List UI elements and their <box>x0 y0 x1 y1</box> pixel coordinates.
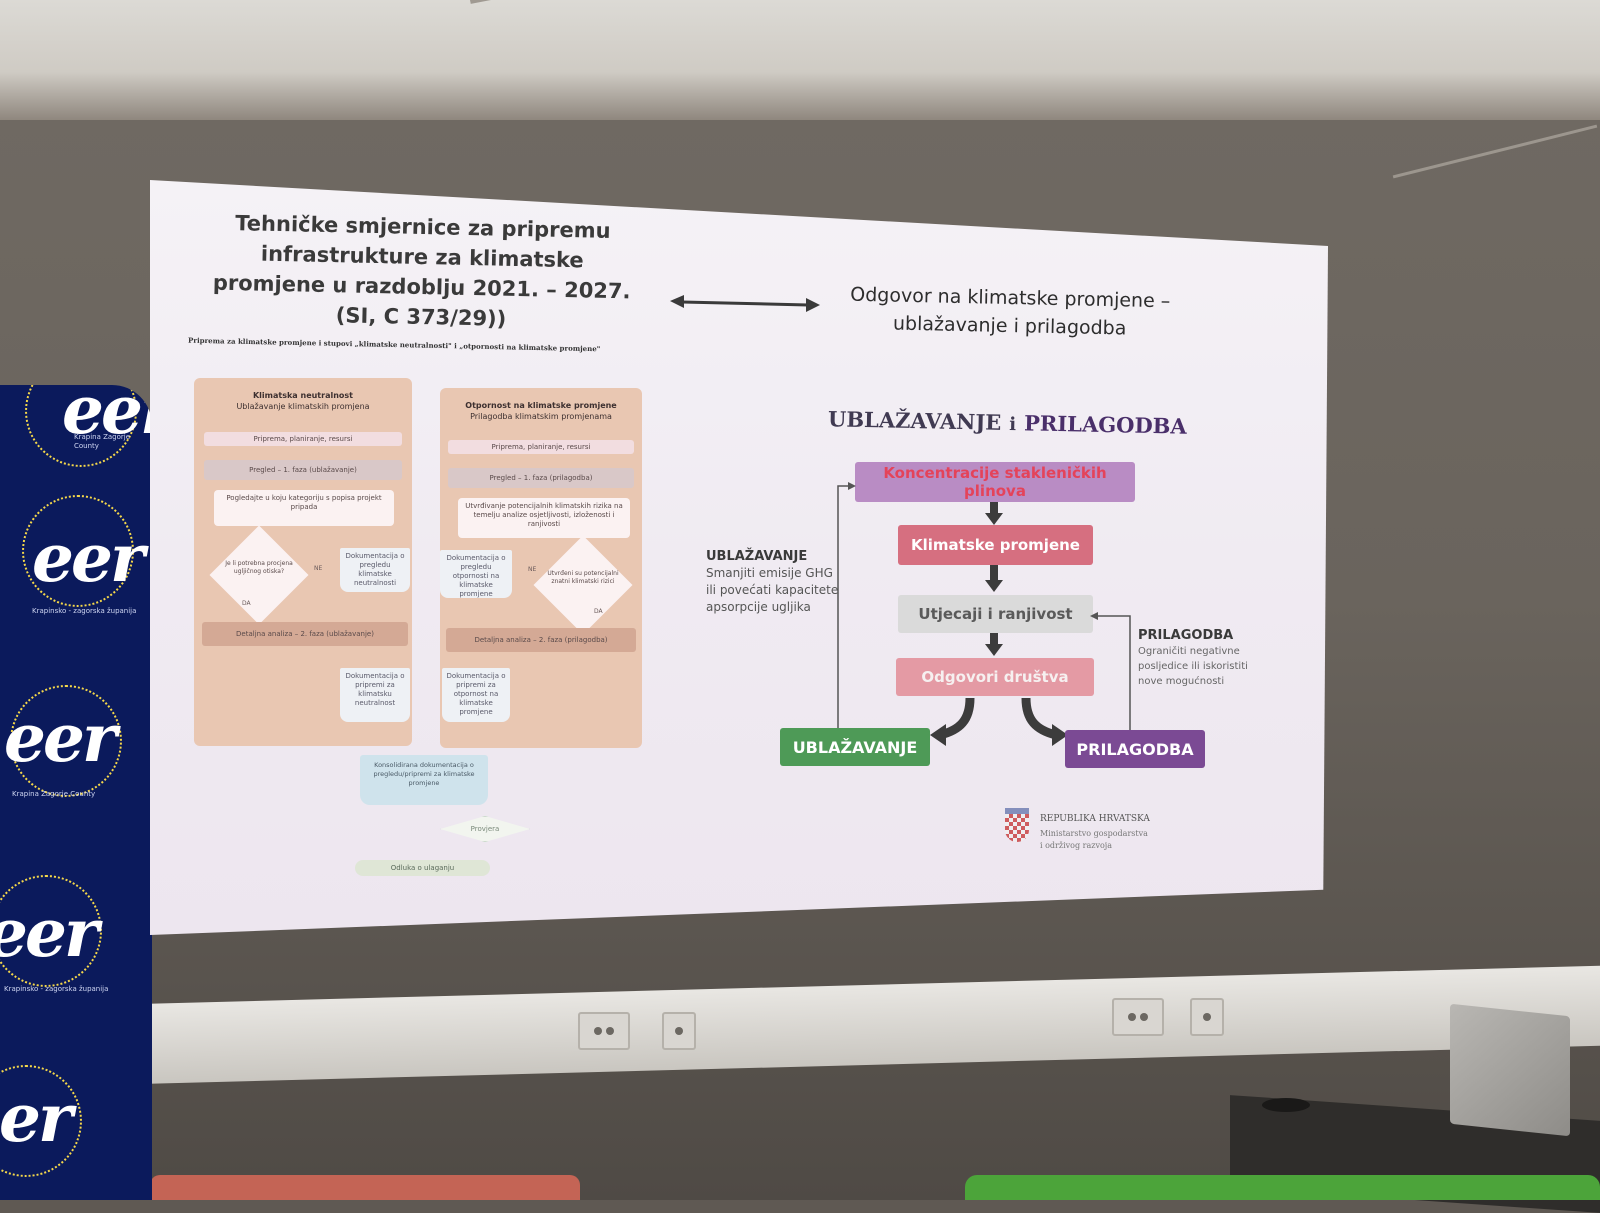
flow-document: Dokumentacija o pregledu klimatske neutr… <box>340 548 410 592</box>
flow-step: Detaljna analiza – 2. faza (prilagodba) <box>446 628 636 652</box>
power-outlet <box>1112 998 1164 1036</box>
box-climate-change: Klimatske promjene <box>898 525 1093 565</box>
box-ghg-concentrations: Koncentracije stakleničkih plinova <box>855 462 1135 502</box>
ministry-country: REPUBLIKA HRVATSKA <box>1040 814 1150 824</box>
panel-title: Klimatska neutralnost Ublažavanje klimat… <box>236 391 370 411</box>
consolidated-document: Konsolidirana dokumentacija o pregledu/p… <box>360 755 488 805</box>
box-impacts-vulnerability: Utjecaji i ranjivost <box>898 595 1093 633</box>
arrow-down-icon <box>985 644 1003 656</box>
projected-slide: Tehničke smjernice za pripremu infrastru… <box>150 180 1328 935</box>
double-arrow-icon <box>670 295 820 312</box>
flow-document: Dokumentacija o pripremi za klimatsku ne… <box>340 668 410 722</box>
banner-logo: eer <box>32 519 145 597</box>
box-adaptation: PRILAGODBA <box>1065 730 1205 768</box>
network-outlet <box>1190 998 1224 1036</box>
flow-step: Priprema, planiranje, resursi <box>204 432 402 446</box>
banner-logo: eer <box>0 894 99 972</box>
eu-stars-icon <box>0 875 102 987</box>
flow-card: Pogledajte u koju kategoriju s popisa pr… <box>214 490 394 526</box>
conference-puck <box>1262 1098 1310 1112</box>
arrow-stem <box>990 502 998 514</box>
decision-text: Je li potrebna procjena ugljičnog otiska… <box>225 560 293 575</box>
slide-title-right: Odgovor na klimatske promjene – ublažava… <box>850 283 1171 340</box>
decision-text: Utvrđeni su potencijalni znatni klimatsk… <box>547 570 619 585</box>
yes-label: DA <box>242 600 251 607</box>
rollup-banner: eer Krapina Zagorje County eer Krapinsko… <box>0 385 152 1200</box>
ceiling <box>0 0 1600 120</box>
flow-subtitle: Priprema za klimatske promjene i stupovi… <box>187 335 601 354</box>
banner-logo: eer <box>62 385 152 449</box>
croatia-coat-of-arms-icon <box>1005 808 1029 842</box>
banner-logo: eer <box>0 1079 73 1157</box>
flow-document: Dokumentacija o pripremi za otpornost na… <box>442 668 510 722</box>
flow-step: Pregled – 1. faza (prilagodba) <box>448 468 634 488</box>
slide-title-left: Tehničke smjernice za pripremu infrastru… <box>212 211 631 331</box>
flow-card: Utvrđivanje potencijalnih klimatskih riz… <box>458 498 630 538</box>
no-label: NE <box>528 566 537 573</box>
box-mitigation: UBLAŽAVANJE <box>780 728 930 766</box>
eu-stars-icon <box>22 495 134 607</box>
flow-step: Pregled – 1. faza (ublažavanje) <box>204 460 402 480</box>
panel-title: Otpornost na klimatske promjene Prilagod… <box>465 401 617 421</box>
note-mitigation: UBLAŽAVANJE Smanjiti emisije GHG ili pov… <box>706 549 839 614</box>
box-societal-responses: Odgovori društva <box>896 658 1094 696</box>
ministry-name: Ministarstvo gospodarstva i održivog raz… <box>1040 829 1148 850</box>
arrow-down-icon <box>985 513 1003 525</box>
red-chair <box>150 1175 580 1200</box>
banner-caption: Krapinsko - zagorska županija <box>32 607 137 615</box>
eu-stars-icon <box>10 685 122 797</box>
no-label: NE <box>314 565 323 572</box>
diagram-connectors <box>837 482 1131 746</box>
green-chair <box>965 1175 1600 1200</box>
banner-caption: Krapina Zagorje County <box>74 433 131 450</box>
laptop <box>1450 1003 1570 1137</box>
arrow-stem <box>990 633 998 645</box>
banner-caption: Krapinsko - zagorska županija <box>4 985 109 993</box>
flow-document: Dokumentacija o pregledu otpornosti na k… <box>440 550 512 598</box>
investment-decision: Odluka o ulaganju <box>355 860 490 876</box>
banner-logo: eer <box>4 699 117 777</box>
network-outlet <box>662 1012 696 1050</box>
arrow-down-icon <box>985 580 1003 592</box>
flow-step: Detaljna analiza – 2. faza (ublažavanje) <box>202 622 408 646</box>
yes-label: DA <box>594 608 603 615</box>
flow-step: Priprema, planiranje, resursi <box>448 440 634 454</box>
arrow-stem <box>990 565 998 581</box>
banner-caption: Krapina Zagorje County <box>12 790 96 798</box>
note-adaptation: PRILAGODBA Ograničiti negativne posljedi… <box>1138 628 1248 687</box>
check-label: Provjera <box>470 825 500 833</box>
power-outlet <box>578 1012 630 1050</box>
